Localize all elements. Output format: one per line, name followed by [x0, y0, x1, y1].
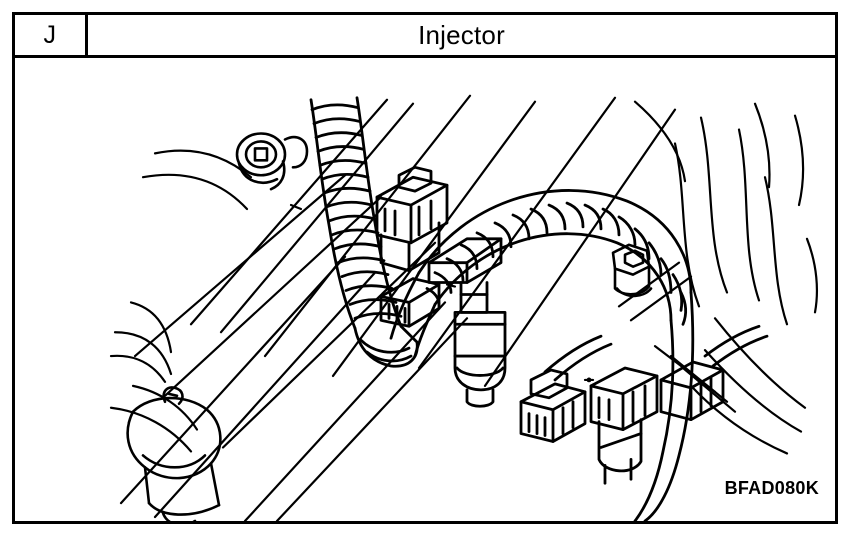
- page-title: Injector: [418, 19, 505, 50]
- main-corrugated-harness: [389, 189, 695, 521]
- reservoir-cap: [126, 386, 222, 521]
- lower-connector-cluster: [519, 324, 769, 485]
- injector-body: [379, 237, 507, 408]
- hex-head-bolt: [611, 243, 653, 298]
- dot-marker: [586, 377, 592, 383]
- reference-code: BFAD080K: [724, 478, 819, 498]
- socket-head-bolt: [235, 132, 309, 191]
- header-row: J Injector: [15, 15, 835, 58]
- page-frame: J Injector: [12, 12, 838, 524]
- upper-connector-block: [375, 165, 449, 273]
- illustration-area: [15, 58, 835, 521]
- section-id-cell: J: [15, 15, 88, 55]
- injector-assembly-illustration: [109, 94, 819, 521]
